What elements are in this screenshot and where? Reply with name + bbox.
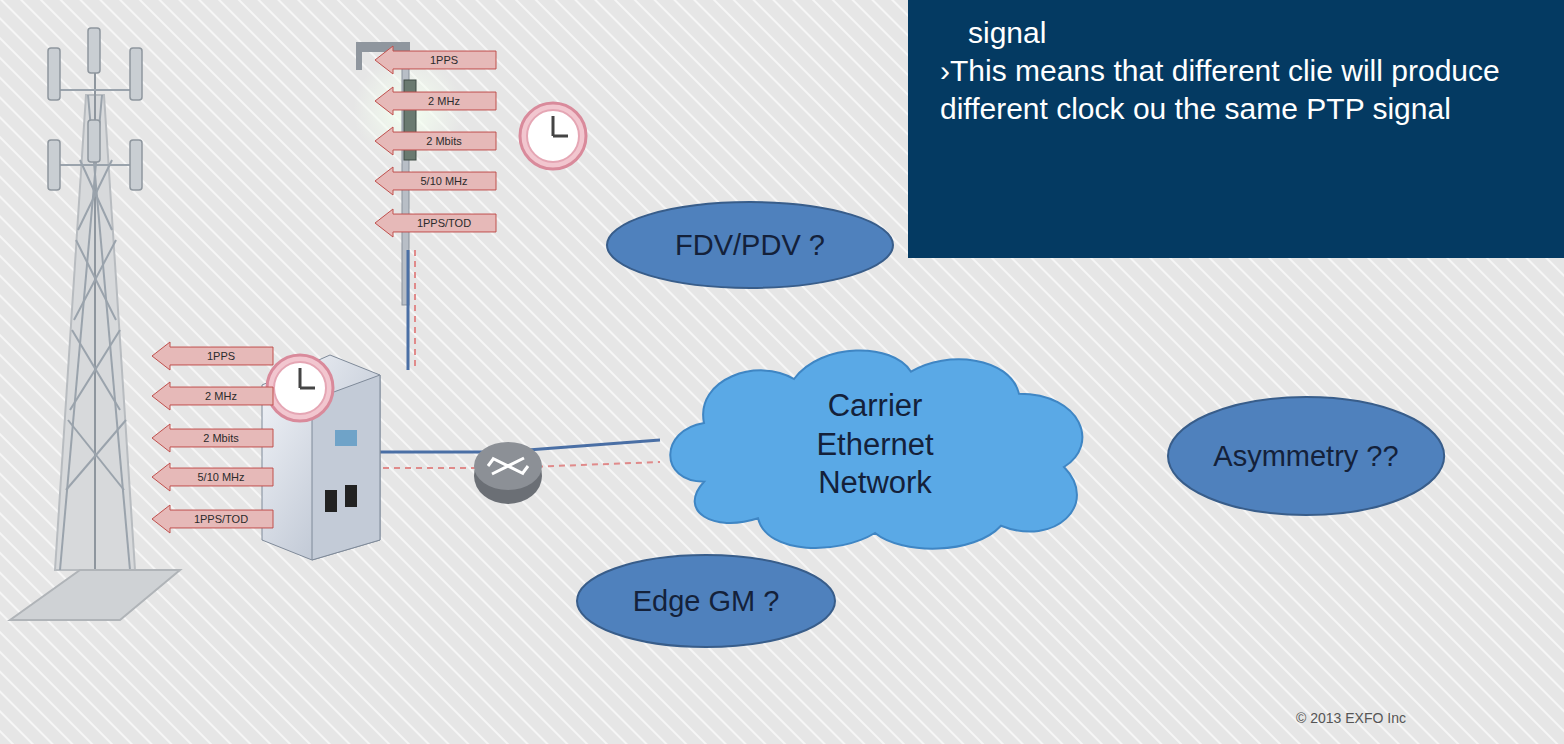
signal-arrow-outline bbox=[152, 382, 273, 410]
network-cloud-outline bbox=[670, 350, 1082, 548]
signal-arrow: 1PPS/TOD bbox=[375, 209, 497, 237]
edge-grandmaster-box bbox=[262, 355, 380, 560]
cell-tower bbox=[10, 60, 180, 620]
node-label: 2 MHz bbox=[189, 390, 237, 402]
signal-arrow-outline bbox=[375, 46, 496, 74]
explanation-panel: signal›This means that different clie wi… bbox=[908, 0, 1564, 258]
node-label: 1PPS bbox=[414, 54, 458, 66]
copyright-note: © 2013 EXFO Inc bbox=[1296, 710, 1406, 726]
tower-antennas bbox=[48, 28, 142, 190]
node-label: Asymmetry ?? bbox=[1213, 438, 1398, 474]
signal-arrow-outline bbox=[152, 463, 273, 491]
question-ellipse: Asymmetry ?? bbox=[1166, 395, 1446, 517]
router-symbol bbox=[474, 442, 542, 504]
node-label: 5/10 MHz bbox=[404, 175, 467, 187]
signal-arrow: 1PPS bbox=[375, 46, 497, 74]
node-label: Edge GM ? bbox=[633, 583, 780, 619]
node-label: 1PPS/TOD bbox=[401, 217, 471, 229]
signal-arrow-outline bbox=[152, 505, 273, 533]
signal-arrow-outline bbox=[375, 127, 496, 155]
panel-text: signal bbox=[908, 14, 1564, 52]
explanation-panel-outline bbox=[908, 0, 1564, 258]
node-label: 1PPS bbox=[191, 350, 235, 362]
signal-arrow: 5/10 MHz bbox=[375, 167, 497, 195]
signal-arrow: 1PPS bbox=[152, 342, 274, 370]
signal-arrow: 5/10 MHz bbox=[152, 463, 274, 491]
node-label: FDV/PDV ? bbox=[675, 227, 825, 263]
question-ellipse-outline bbox=[577, 555, 835, 647]
node-label: 2 MHz bbox=[412, 95, 460, 107]
signal-arrow: 2 Mbits bbox=[375, 127, 497, 155]
node-label: 1PPS/TOD bbox=[178, 513, 248, 525]
signal-arrow: 2 MHz bbox=[375, 87, 497, 115]
signal-arrow-outline bbox=[152, 424, 273, 452]
node-label: 2 Mbits bbox=[187, 432, 238, 444]
signal-arrow-outline bbox=[375, 167, 496, 195]
question-ellipse: Edge GM ? bbox=[575, 553, 837, 649]
node-label: 5/10 MHz bbox=[181, 471, 244, 483]
signal-arrow: 1PPS/TOD bbox=[152, 505, 274, 533]
signal-arrow: 2 Mbits bbox=[152, 424, 274, 452]
question-ellipse-outline bbox=[607, 202, 893, 288]
node-label: Carrier Ethernet Network bbox=[800, 387, 950, 503]
question-ellipse-outline bbox=[1168, 397, 1444, 515]
signal-arrow: 2 MHz bbox=[152, 382, 274, 410]
signal-arrow-outline bbox=[152, 342, 273, 370]
node-label: 2 Mbits bbox=[410, 135, 461, 147]
network-links bbox=[372, 250, 660, 468]
question-ellipse: FDV/PDV ? bbox=[605, 200, 895, 290]
signal-arrow-outline bbox=[375, 87, 496, 115]
network-cloud: Carrier Ethernet Network bbox=[650, 335, 1100, 555]
panel-text: ›This means that different clie will pro… bbox=[908, 52, 1564, 128]
signal-arrow-outline bbox=[375, 209, 496, 237]
clock-icon bbox=[267, 103, 586, 421]
